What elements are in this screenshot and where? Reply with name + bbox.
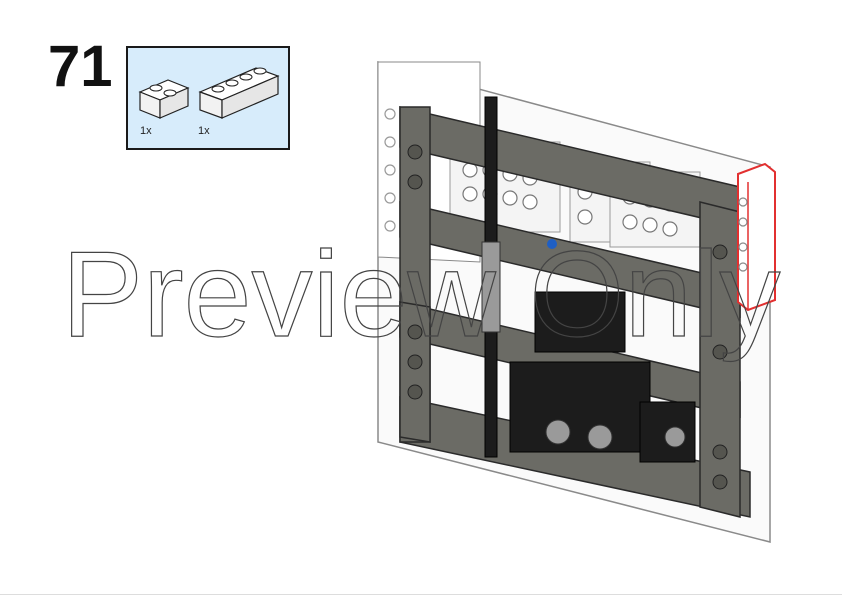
parts-illustration (138, 67, 280, 119)
model-illustration (377, 61, 776, 543)
step-number: 71 (48, 34, 113, 99)
brick-1x2-icon (138, 79, 190, 119)
brick-1x4-icon (198, 67, 280, 119)
watermark-overlay: Preview Only (61, 228, 781, 363)
parts-callout: 1x 1x (126, 46, 290, 150)
part-quantity: 1x (198, 125, 210, 137)
new-parts-highlight-icon (737, 162, 776, 312)
footer-divider (0, 594, 842, 595)
part-quantity: 1x (140, 125, 152, 137)
watermark-text: Preview Only (62, 228, 781, 362)
